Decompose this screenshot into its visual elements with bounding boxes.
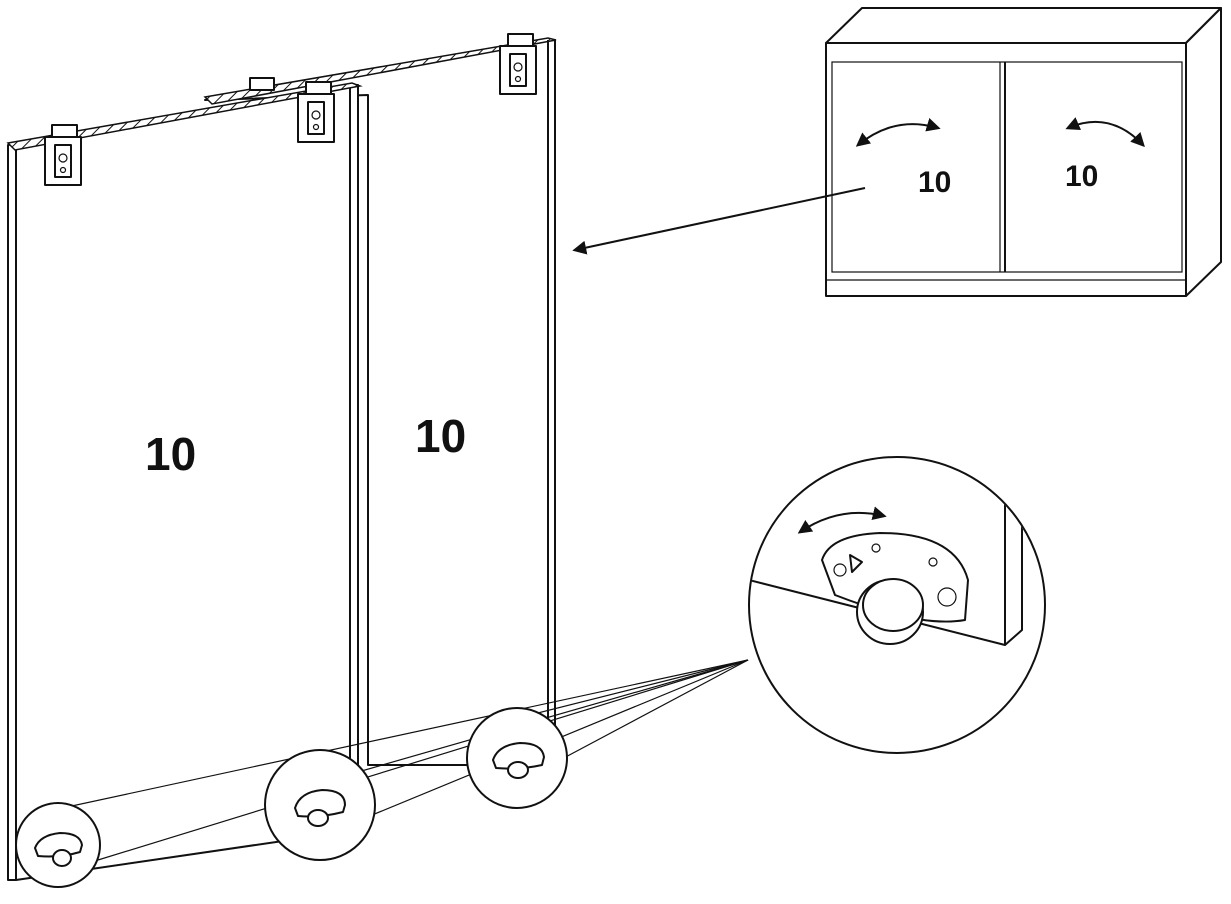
left-door-panel	[6, 82, 363, 881]
bottom-guide-detail-center	[264, 749, 376, 861]
hanger-bracket-left	[44, 124, 82, 186]
right-panel-number: 10	[415, 410, 466, 462]
rotate-arrow-zoom	[797, 506, 887, 534]
cabinet-right-door-number: 10	[1065, 160, 1098, 193]
bottom-guide-detail-right	[466, 707, 568, 809]
hanger-bracket-center	[249, 77, 335, 143]
bottom-guide-detail-left	[15, 802, 101, 888]
rotate-arrow-left-door	[855, 118, 941, 147]
right-door-panel	[203, 37, 557, 768]
left-panel-number: 10	[145, 428, 196, 480]
rotate-arrow-right-door	[1065, 117, 1145, 148]
pointer-arrow	[572, 187, 866, 255]
cabinet-illustration: 10 10	[825, 7, 1222, 297]
cabinet-left-door-number: 10	[918, 166, 951, 199]
hanger-bracket-right	[499, 33, 537, 95]
bottom-guide-zoom	[748, 456, 1046, 754]
